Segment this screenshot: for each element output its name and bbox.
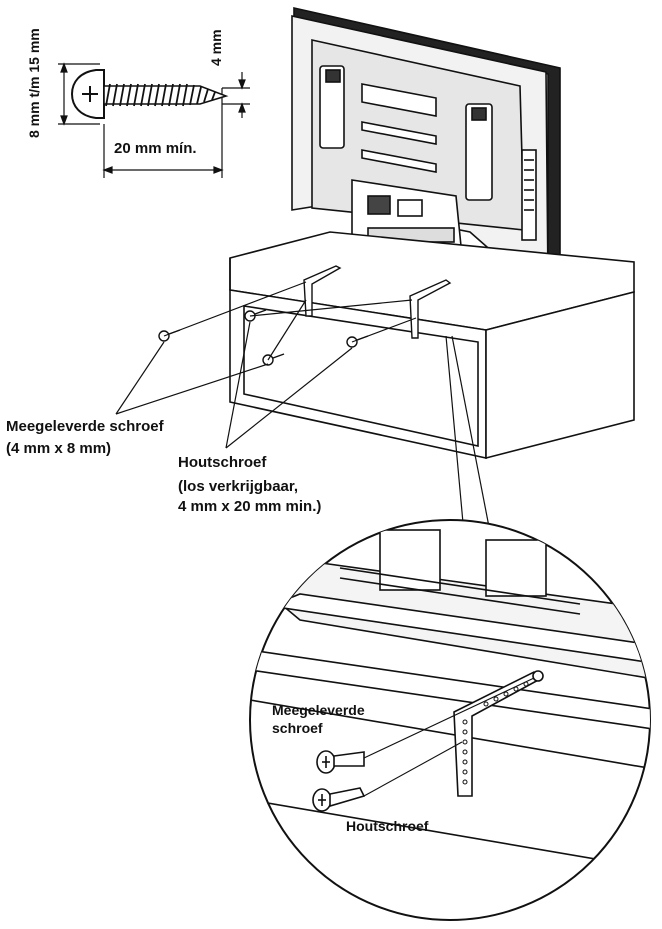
wood-screw-size: 4 mm x 20 mm min.) [178, 498, 322, 515]
screw-thread [105, 83, 216, 107]
detail-supplied-line1: Meegeleverde [272, 702, 365, 718]
supplied-screw-label: Meegeleverde schroef [6, 418, 164, 435]
screw-diameter-label: 4 mm [208, 29, 224, 66]
leader-lines [115, 281, 491, 535]
mounting-brackets [303, 265, 452, 339]
detail-screws [312, 750, 366, 812]
supplied-screw-size: (4 mm x 8 mm) [6, 440, 112, 457]
screw-length-label: 20 mm mín. [114, 140, 197, 157]
wood-screw-label: Houtschroef [178, 454, 267, 471]
detail-supplied-line2: schroef [272, 720, 323, 736]
detail-wood-screw: Houtschroef [346, 818, 429, 834]
screw-dimension-drawing [58, 62, 250, 178]
zoom-detail [249, 519, 651, 921]
wood-screw-note: (los verkrijgbaar, [178, 478, 299, 495]
head-height-label: 8 mm t/m 15 mm [26, 28, 42, 138]
tv-cabinet [229, 231, 635, 460]
